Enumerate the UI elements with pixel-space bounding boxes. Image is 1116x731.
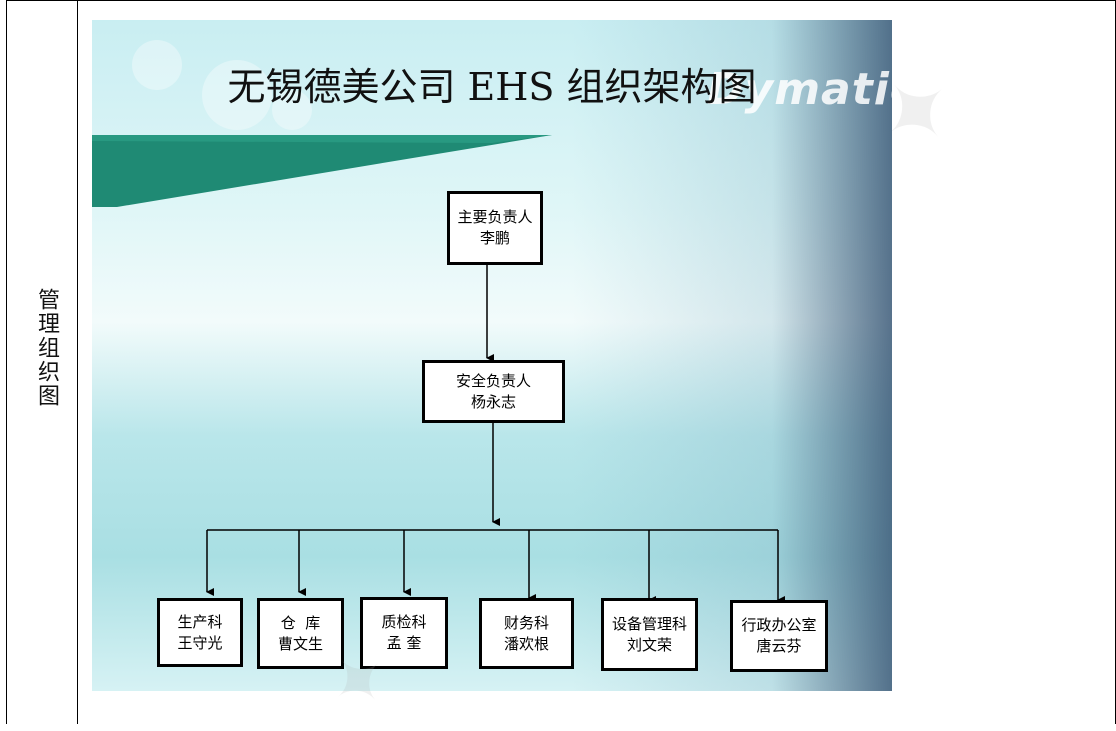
box-role: 仓 库: [280, 613, 321, 632]
org-chart-slide: Dymatic 无锡德美公司 EHS 组织架构图 主要负责人 李鹏 安全负责人 …: [92, 20, 892, 691]
connector-lines: [206, 264, 785, 604]
box-role: 设备管理科: [611, 614, 687, 633]
decor-circle: [202, 60, 272, 130]
org-box-dept: 生产科 王守光: [157, 598, 243, 667]
org-box-dept: 仓 库 曹文生: [257, 598, 344, 669]
org-box-dept: 设备管理科 刘文荣: [601, 598, 698, 671]
box-name: 杨永志: [470, 392, 516, 411]
decor-band: [92, 135, 552, 207]
box-role: 安全负责人: [455, 371, 531, 390]
column-divider: [77, 0, 78, 724]
chart-title: 无锡德美公司 EHS 组织架构图: [227, 65, 757, 109]
org-box-dept: 质检科 孟 奎: [360, 597, 448, 669]
box-role: 财务科: [503, 613, 549, 632]
row-label: 管理组织图: [34, 288, 59, 408]
org-box-root: 主要负责人 李鹏: [447, 191, 543, 265]
box-name: 潘欢根: [503, 634, 549, 653]
decor-circle: [132, 40, 182, 90]
box-role: 主要负责人: [457, 208, 533, 226]
org-box-safety: 安全负责人 杨永志: [422, 360, 565, 423]
box-role: 行政办公室: [741, 616, 817, 634]
org-box-dept: 行政办公室 唐云芬: [730, 600, 828, 672]
box-name: 孟 奎: [386, 634, 422, 652]
box-name: 唐云芬: [756, 637, 802, 655]
org-box-dept: 财务科 潘欢根: [479, 598, 574, 669]
box-role: 生产科: [177, 612, 223, 631]
decor-circle: [272, 90, 312, 130]
box-role: 质检科: [381, 613, 427, 631]
brand-watermark-text: Dymatic: [707, 64, 892, 115]
box-name: 王守光: [177, 633, 223, 652]
box-name: 李鹏: [479, 229, 510, 247]
box-name: 刘文荣: [626, 635, 672, 654]
box-name: 曹文生: [277, 634, 323, 653]
